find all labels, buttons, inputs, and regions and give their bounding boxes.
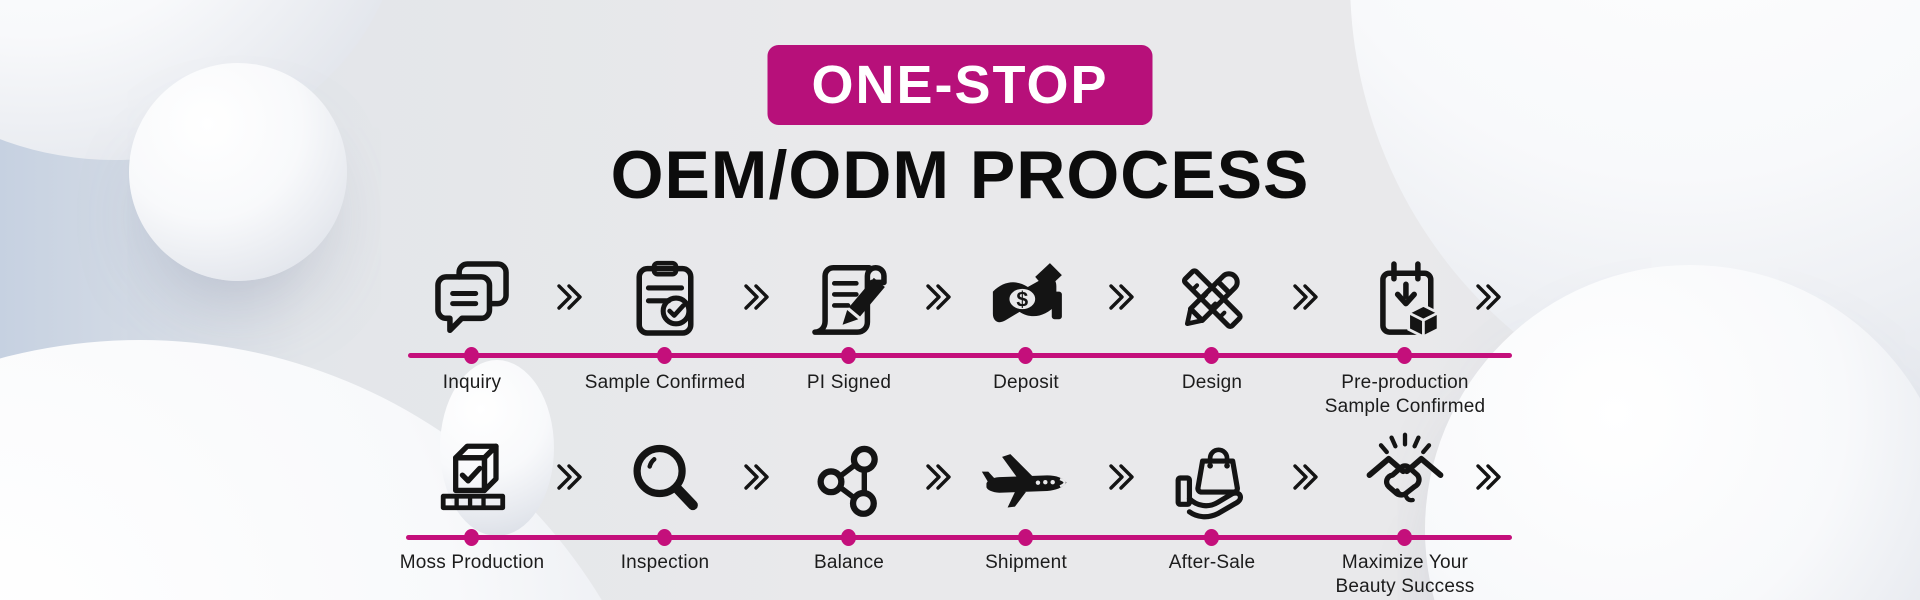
step-dot xyxy=(1204,529,1219,546)
step-dot xyxy=(657,529,672,546)
box-pallet-icon xyxy=(377,430,567,525)
svg-text:$: $ xyxy=(1016,288,1028,311)
handshake-icon xyxy=(1310,430,1500,525)
money-hand-icon: $ xyxy=(931,250,1121,345)
step-label: Maximize Your Beauty Success xyxy=(1335,552,1475,598)
step-design: Design xyxy=(1117,250,1307,395)
step-label: After-Sale xyxy=(1168,552,1256,573)
process-line-row2 xyxy=(406,535,1512,540)
chevron-right-icon xyxy=(1291,281,1321,313)
step-label: Design xyxy=(1181,372,1243,393)
step-moss-production: Moss Production xyxy=(377,430,567,575)
step-dot xyxy=(1397,529,1412,546)
step-after-sale: After-Sale xyxy=(1117,430,1307,575)
step-dot xyxy=(657,347,672,364)
step-label: Inquiry xyxy=(442,372,502,393)
step-dot xyxy=(464,529,479,546)
step-shipment: Shipment xyxy=(931,430,1121,575)
airplane-icon xyxy=(931,430,1121,525)
one-stop-badge: ONE-STOP xyxy=(767,45,1153,125)
step-preproduction-sample: Pre-production Sample Confirmed xyxy=(1310,250,1500,420)
chevron-right-icon xyxy=(1474,461,1504,493)
chevron-right-icon xyxy=(1107,461,1137,493)
step-inspection: Inspection xyxy=(570,430,760,575)
chevron-right-icon xyxy=(1291,461,1321,493)
step-dot xyxy=(841,529,856,546)
step-maximize-success: Maximize Your Beauty Success xyxy=(1310,430,1500,600)
sample-box-icon xyxy=(1310,250,1500,345)
step-deposit: $ Deposit xyxy=(931,250,1121,395)
step-label: Moss Production xyxy=(399,552,545,573)
chevron-right-icon xyxy=(924,281,954,313)
step-pi-signed: PI Signed xyxy=(754,250,944,395)
step-label: Pre-production Sample Confirmed xyxy=(1324,372,1486,418)
magnifier-icon xyxy=(570,430,760,525)
decor-sphere-left xyxy=(129,63,347,281)
step-dot xyxy=(1397,347,1412,364)
share-nodes-icon xyxy=(754,430,944,525)
step-dot xyxy=(1018,529,1033,546)
step-dot xyxy=(1018,347,1033,364)
chevron-right-icon xyxy=(742,461,772,493)
chevron-right-icon xyxy=(555,281,585,313)
chat-bubbles-icon xyxy=(377,250,567,345)
process-line-row1 xyxy=(408,353,1512,358)
step-label: Sample Confirmed xyxy=(584,372,746,393)
step-dot xyxy=(841,347,856,364)
chevron-right-icon xyxy=(1107,281,1137,313)
step-dot xyxy=(464,347,479,364)
step-label: Inspection xyxy=(620,552,710,573)
step-dot xyxy=(1204,347,1219,364)
chevron-right-icon xyxy=(555,461,585,493)
bag-hand-icon xyxy=(1117,430,1307,525)
step-label: PI Signed xyxy=(806,372,892,393)
step-label: Shipment xyxy=(985,552,1067,573)
chevron-right-icon xyxy=(742,281,772,313)
step-label: Deposit xyxy=(993,372,1059,393)
clipboard-check-icon xyxy=(570,250,760,345)
one-stop-badge-label: ONE-STOP xyxy=(811,55,1109,115)
step-inquiry: Inquiry xyxy=(377,250,567,395)
pencil-ruler-icon xyxy=(1117,250,1307,345)
chevron-right-icon xyxy=(1474,281,1504,313)
chevron-right-icon xyxy=(924,461,954,493)
document-pencil-icon xyxy=(754,250,944,345)
step-sample-confirmed: Sample Confirmed xyxy=(570,250,760,395)
step-label: Balance xyxy=(813,552,885,573)
page-title: OEM/ODM PROCESS xyxy=(610,137,1310,213)
step-balance: Balance xyxy=(754,430,944,575)
